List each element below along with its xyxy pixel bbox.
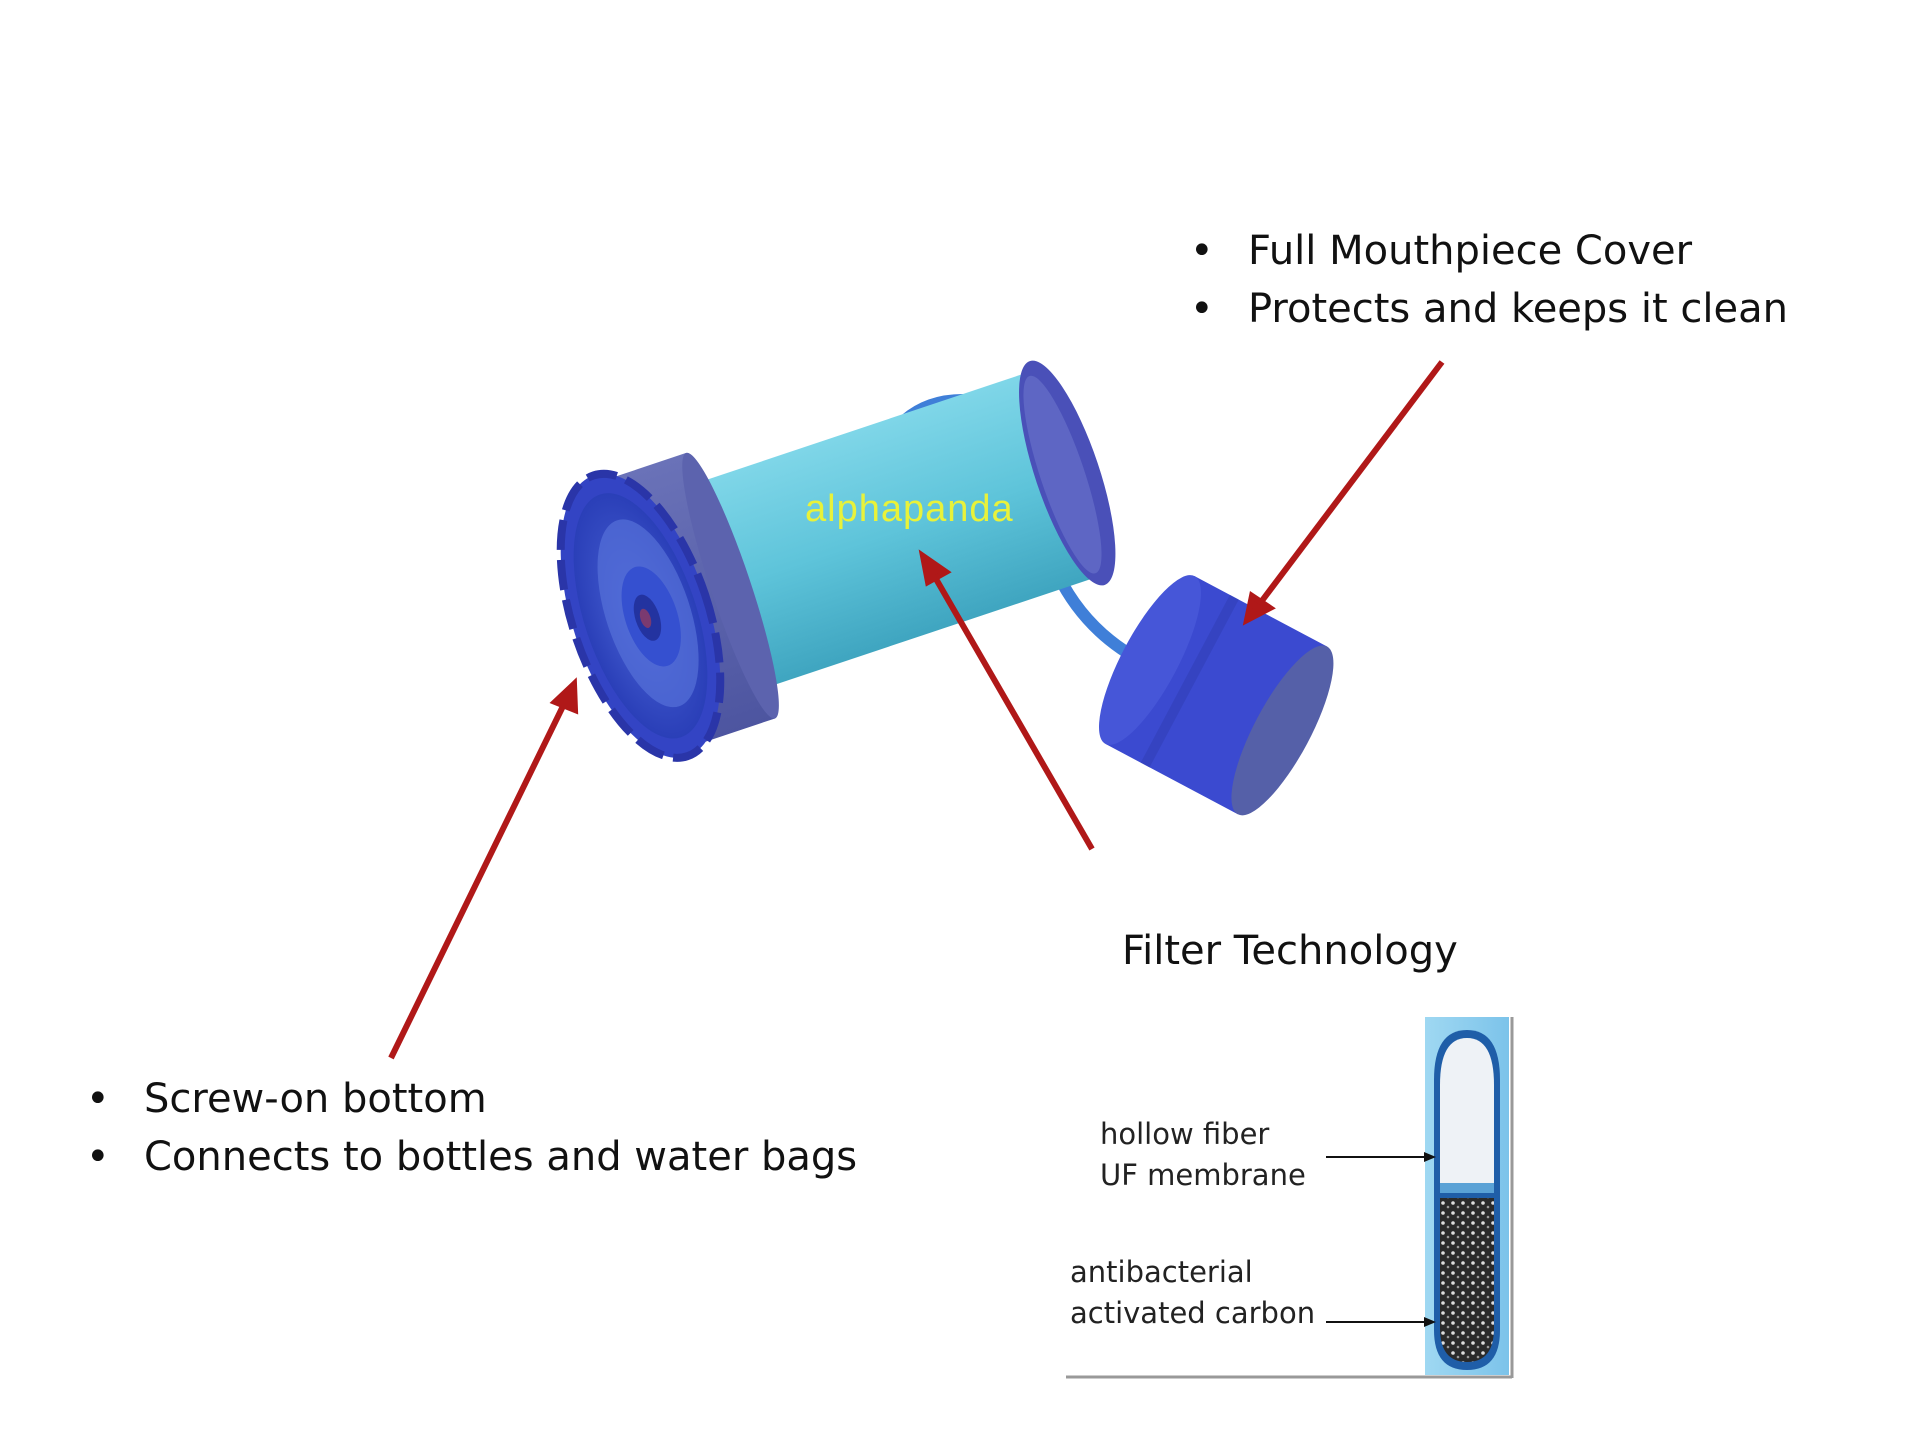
- callout-text: Protects and keeps it clean: [1248, 286, 1788, 332]
- label-line: activated carbon: [1070, 1296, 1316, 1330]
- watermark: alphapanda: [805, 488, 1014, 530]
- filter-body: [556, 360, 1116, 762]
- arrow-mouthpiece: [1255, 360, 1445, 608]
- filter-diagram: [1066, 1017, 1514, 1379]
- arrow-body: [929, 570, 1095, 851]
- callout-item: • Screw-on bottom: [86, 1070, 857, 1128]
- callout-item: • Protects and keeps it clean: [1190, 280, 1788, 338]
- bullet: •: [1190, 228, 1214, 274]
- label-line: hollow fiber: [1100, 1117, 1270, 1151]
- bottom-callout: • Screw-on bottom • Connects to bottles an…: [86, 1070, 857, 1186]
- label-line: antibacterial: [1070, 1255, 1253, 1289]
- filter-technology-title: Filter Technology: [1122, 928, 1458, 974]
- callout-text: Screw-on bottom: [144, 1076, 487, 1122]
- carbon-label: antibacterial activated carbon: [1070, 1252, 1315, 1334]
- bullet: •: [1190, 286, 1214, 332]
- callout-text: Full Mouthpiece Cover: [1248, 228, 1693, 274]
- bullet: •: [86, 1134, 110, 1180]
- callout-item: • Full Mouthpiece Cover: [1190, 222, 1788, 280]
- membrane-label: hollow fiber UF membrane: [1100, 1114, 1306, 1196]
- mouthpiece-callout: • Full Mouthpiece Cover • Protects and kee…: [1190, 222, 1788, 338]
- bullet: •: [86, 1076, 110, 1122]
- callout-text: Connects to bottles and water bags: [144, 1134, 858, 1180]
- label-line: UF membrane: [1100, 1158, 1306, 1192]
- arrow-bottom: [388, 698, 569, 1060]
- mouthpiece-cover: [1099, 575, 1334, 816]
- callout-item: • Connects to bottles and water bags: [86, 1128, 857, 1186]
- callout-arrows: [388, 360, 1445, 1060]
